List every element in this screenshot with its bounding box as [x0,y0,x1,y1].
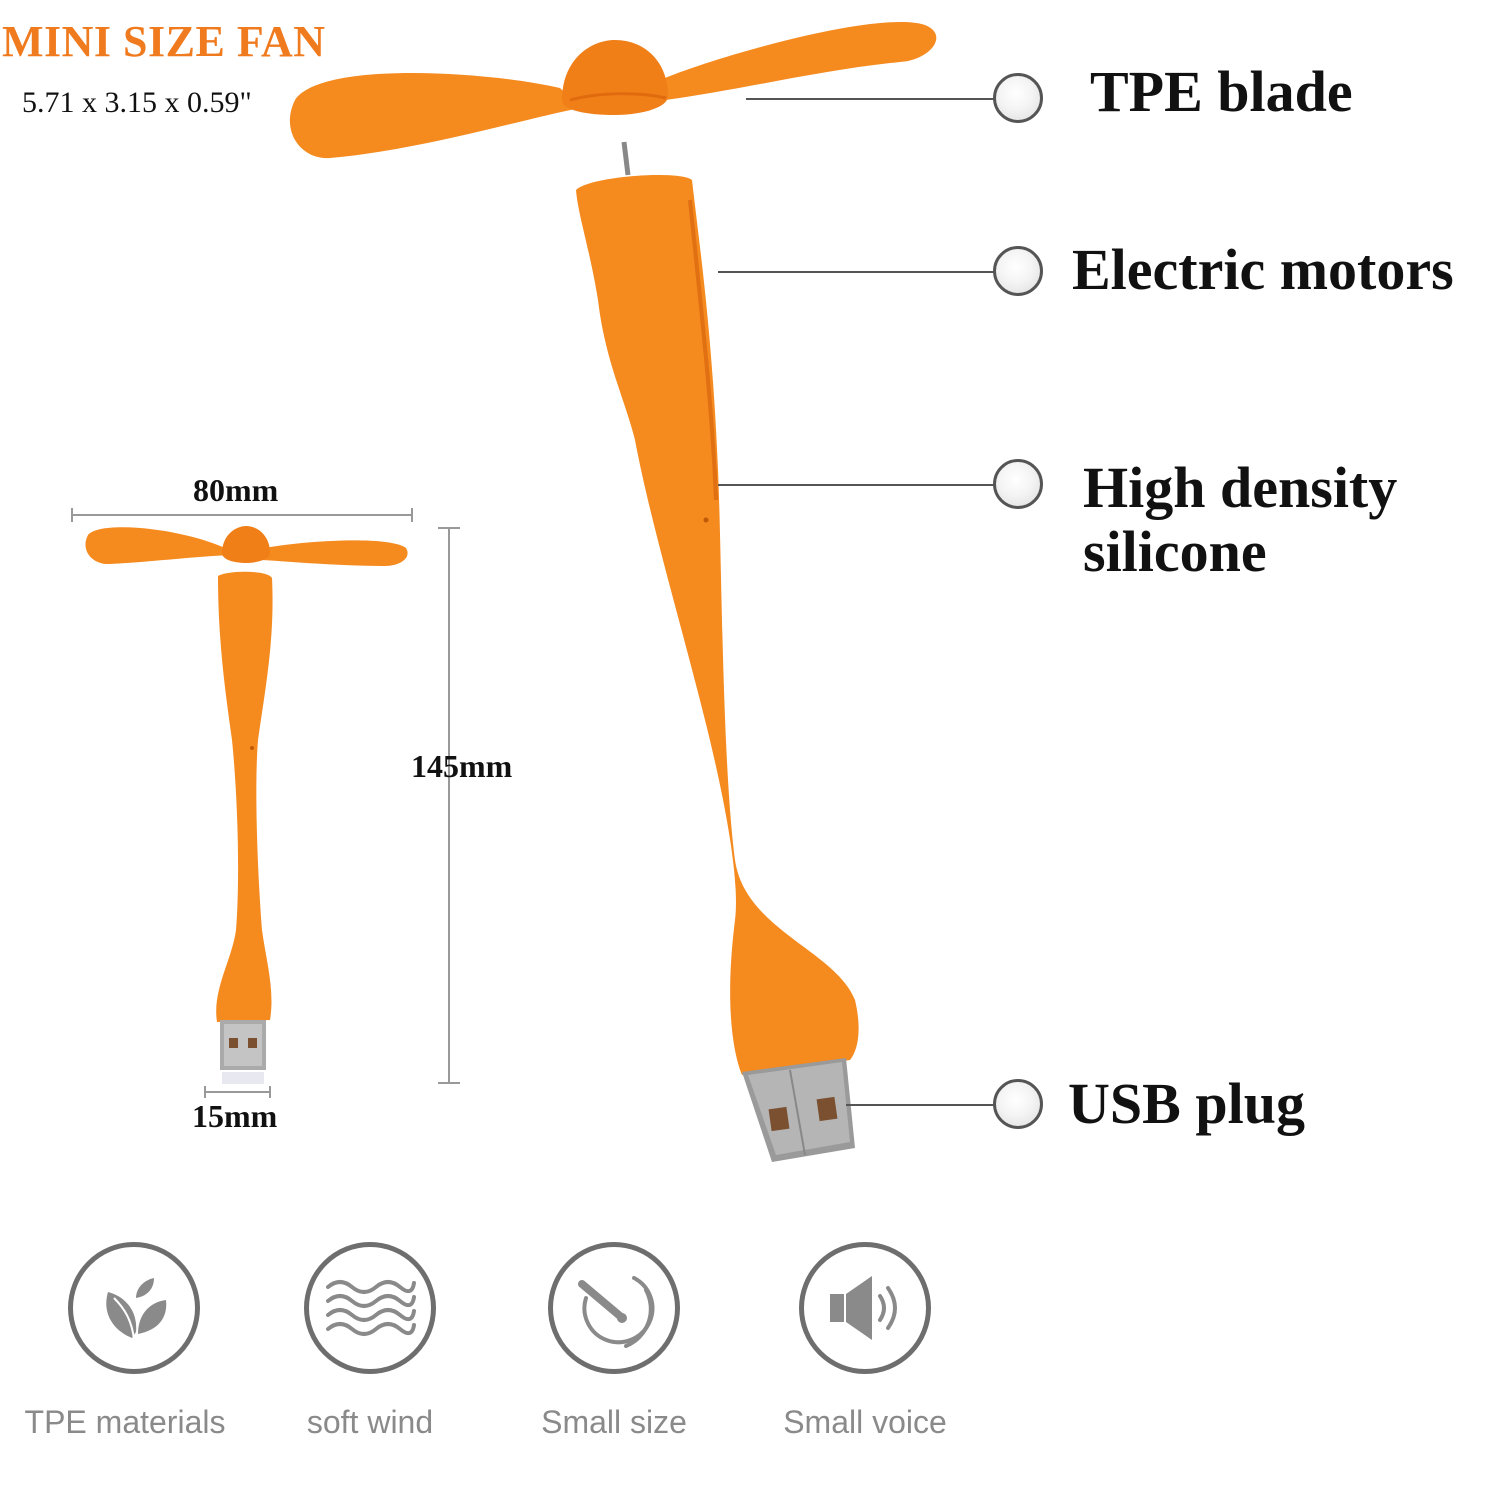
height-measurement: 145mm [411,748,513,784]
gauge-icon [578,1276,655,1348]
callout-label-silicone-line1: High density [1083,455,1398,520]
callout-dot-motor [993,246,1043,296]
plug-width-measurement: 15mm [192,1098,278,1134]
feature-label-tpe: TPE materials [24,1404,226,1440]
feature-circle-voice [799,1242,931,1374]
leaf-icon [106,1278,167,1341]
wind-waves-icon [326,1280,416,1336]
callout-dot-silicone [993,459,1043,509]
feature-circle-tpe [68,1242,200,1374]
feature-circle-size [548,1242,680,1374]
callout-dot-usb [993,1079,1043,1129]
feature-circle-wind [304,1242,436,1374]
large-fan-body [576,175,859,1076]
callout-dot-blade [993,73,1043,123]
feature-label-voice: Small voice [783,1404,947,1440]
page-title: MINI SIZE FAN [2,17,326,66]
callout-label-motor: Electric motors [1072,238,1454,302]
callout-line-motor [718,271,994,273]
width-measurement: 80mm [193,472,279,508]
callout-line-blade [746,98,994,100]
callout-label-blade: TPE blade [1090,59,1353,124]
large-fan-blades [289,22,937,159]
large-usb-plug [742,1058,855,1162]
callout-line-usb [846,1104,994,1106]
callout-label-silicone-line2: silicone [1083,519,1267,584]
product-dimensions: 5.71 x 3.15 x 0.59" [22,86,252,119]
feature-label-wind: soft wind [306,1404,434,1440]
feature-label-size: Small size [541,1404,687,1440]
callout-line-silicone [718,484,994,486]
callout-label-usb: USB plug [1068,1071,1305,1136]
speaker-icon [830,1276,897,1340]
